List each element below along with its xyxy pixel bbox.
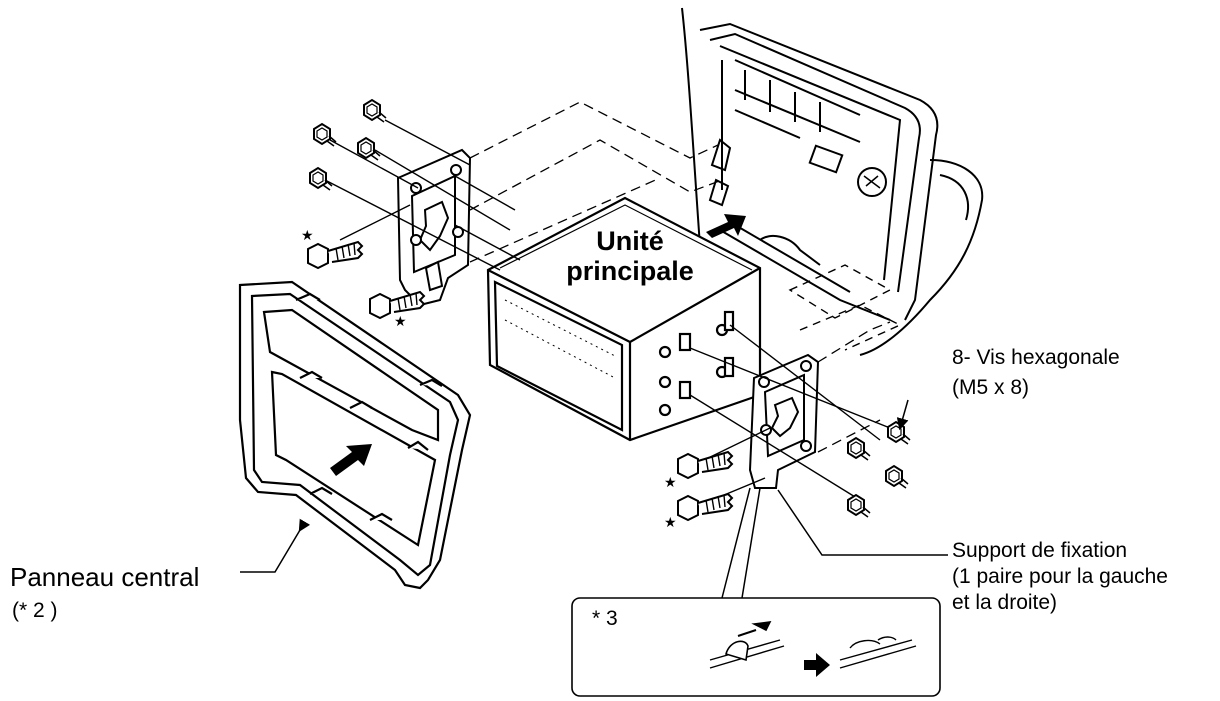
bracket-label-line1: Support de fixation (952, 539, 1128, 562)
svg-text:★: ★ (394, 314, 407, 330)
svg-text:★: ★ (664, 515, 677, 531)
inset-arrow-icon (804, 653, 830, 677)
panel-label-line2: (* 2 ) (12, 599, 58, 622)
right-mounting-bracket (748, 353, 820, 489)
svg-text:★: ★ (664, 475, 677, 491)
panel-arrow-icon (330, 444, 372, 476)
hex-screw-label-line2: (M5 x 8) (952, 376, 1030, 399)
star-marker-icon: ★ ★ ★ ★ (301, 228, 677, 531)
insert-arrow-icon (706, 214, 746, 238)
main-unit-label-line2: principale (566, 256, 694, 286)
panel-label-line1: Panneau central (10, 562, 200, 592)
alignment-lines (469, 101, 891, 453)
callout-lines (240, 399, 948, 599)
bracket-label-line3: et la droite) (952, 591, 1058, 614)
inset-note-label: * 3 (592, 607, 618, 630)
inset-detail-box (571, 597, 941, 697)
bracket-label-line2: (1 paire pour la gauche (952, 565, 1168, 588)
dashboard-opening (681, 7, 984, 356)
screw-guide-lines (324, 119, 891, 506)
center-panel (238, 280, 472, 590)
hex-screw-label-line1: 8- Vis hexagonale (952, 346, 1120, 369)
main-unit-label-line1: Unité (596, 226, 664, 256)
main-unit (486, 196, 762, 442)
svg-text:★: ★ (301, 228, 314, 244)
